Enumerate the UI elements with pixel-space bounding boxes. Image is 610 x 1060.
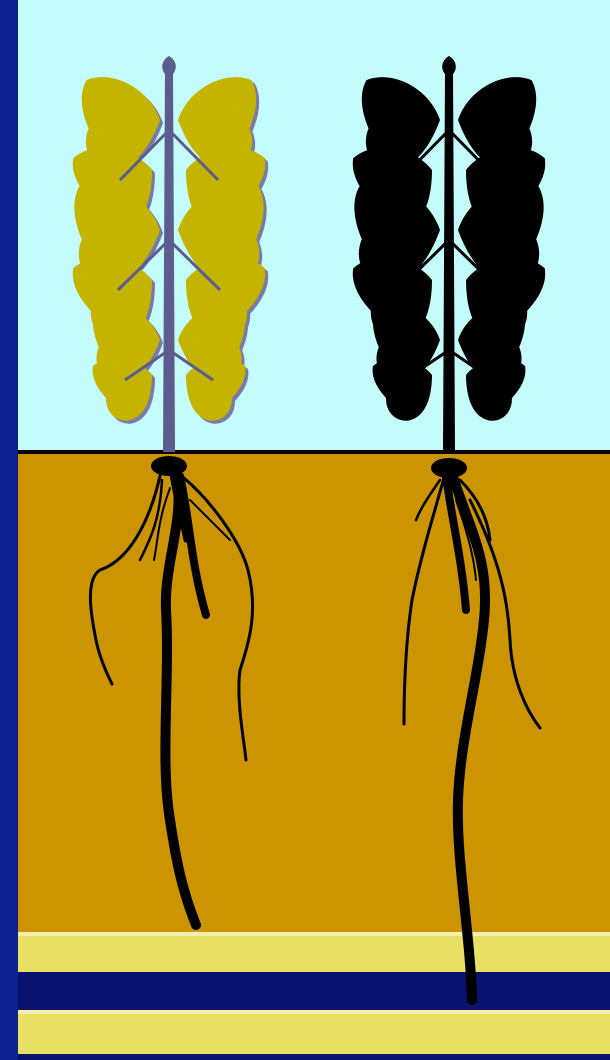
layer-highlight — [18, 932, 610, 936]
sand-layer-upper — [18, 936, 610, 972]
right-plant-stem — [443, 70, 455, 452]
bottom-edge — [18, 1054, 610, 1060]
sand-layer-lower — [18, 1014, 610, 1054]
layer-highlight-lower — [18, 1010, 610, 1014]
left-plant-stem — [163, 70, 175, 452]
dark-layer — [18, 972, 610, 1010]
